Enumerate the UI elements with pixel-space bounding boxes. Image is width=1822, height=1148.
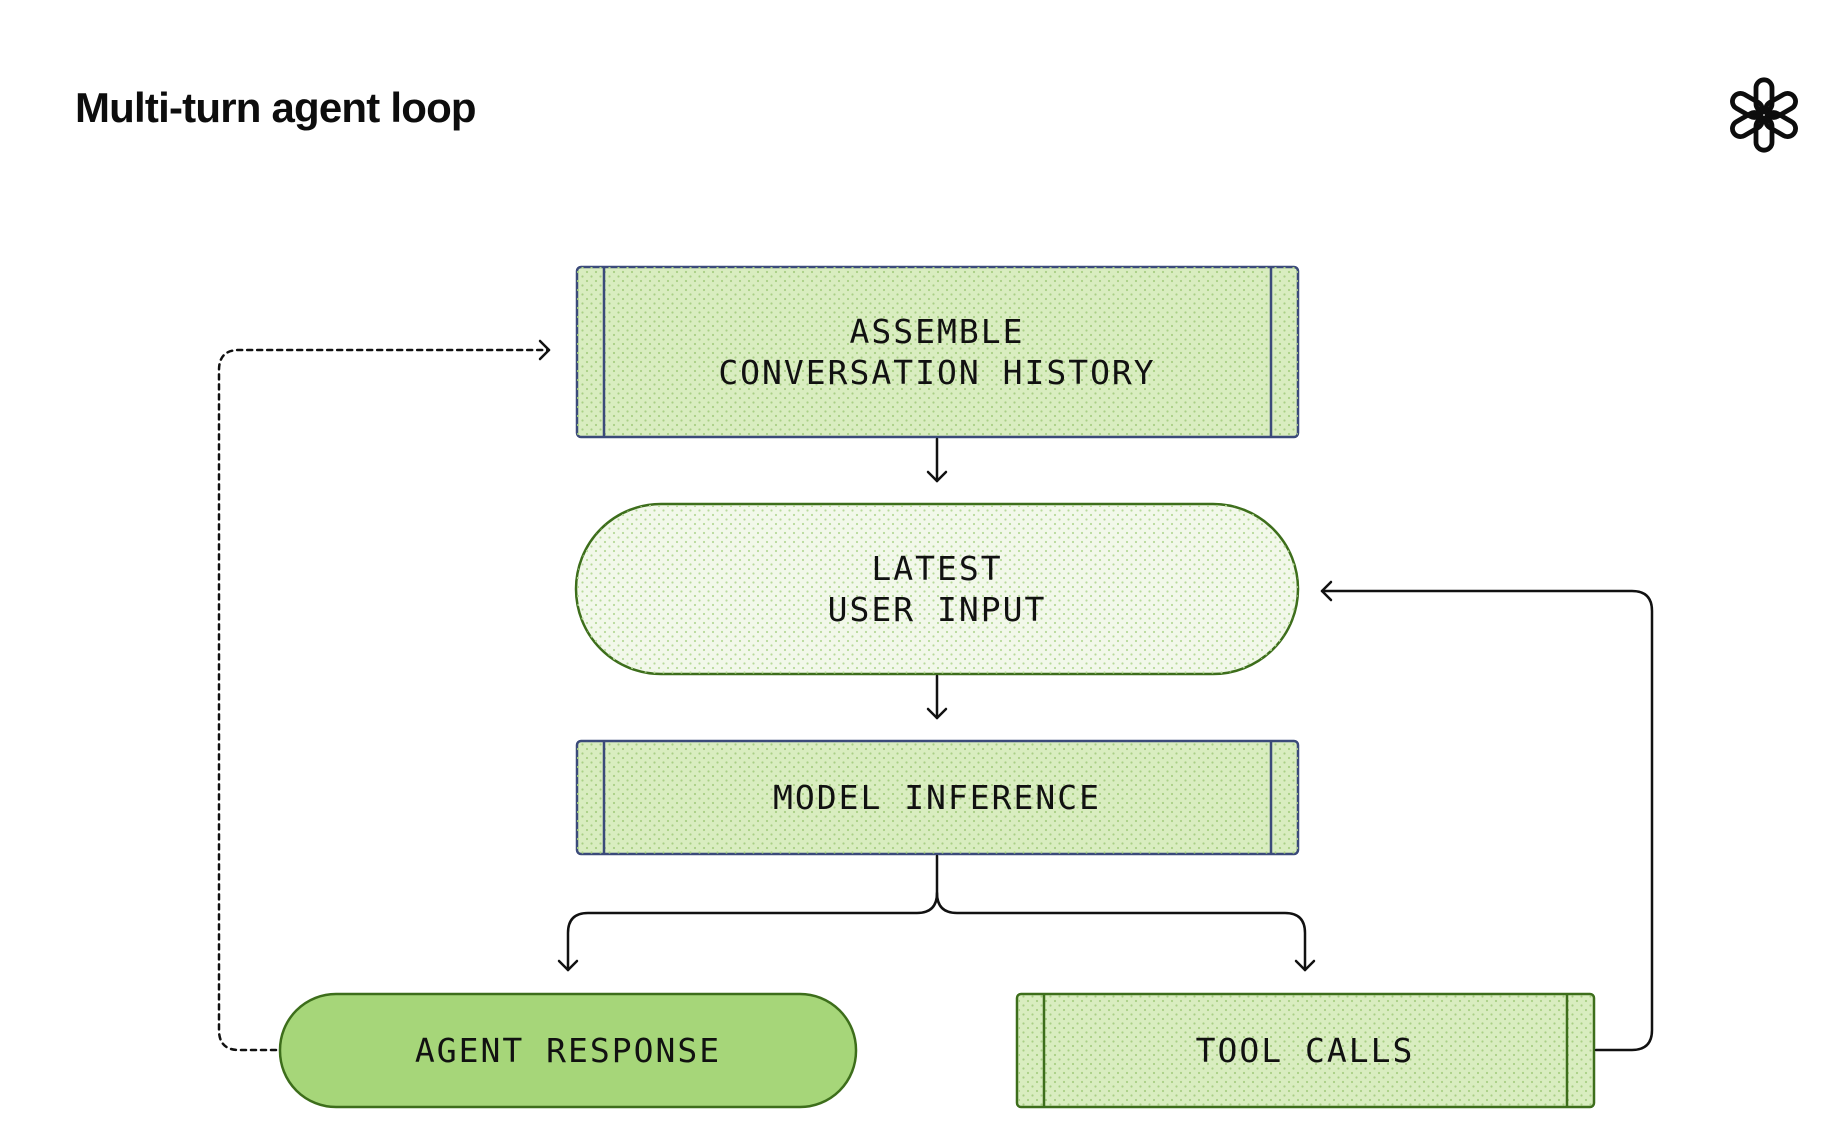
edge-history-to-input [926, 437, 948, 483]
node-label: USER INPUT [828, 590, 1047, 629]
node-model-inference: MODEL INFERENCE [575, 739, 1300, 856]
node-label: ASSEMBLE [850, 312, 1025, 351]
node-label: CONVERSATION HISTORY [718, 353, 1155, 392]
openai-logo-icon [1730, 77, 1798, 153]
node-label: TOOL CALLS [1196, 1031, 1415, 1070]
edge-inference-to-tools [935, 891, 1316, 972]
node-latest-user-input: LATEST USER INPUT [574, 502, 1300, 676]
node-agent-response: AGENT RESPONSE [278, 992, 858, 1109]
node-assemble-conversation-history: ASSEMBLE CONVERSATION HISTORY [575, 265, 1300, 439]
edge-tools-to-input [1320, 580, 1654, 1052]
edge-response-to-history-dashed [217, 339, 551, 1052]
edge-inference-to-response [557, 854, 939, 972]
node-label: LATEST [871, 549, 1002, 588]
node-label: AGENT RESPONSE [415, 1031, 721, 1070]
node-tool-calls: TOOL CALLS [1015, 992, 1596, 1109]
logo-petal-6 [1730, 91, 1765, 120]
node-label: MODEL INFERENCE [773, 778, 1101, 817]
edge-input-to-inference [926, 674, 948, 720]
page-title: Multi-turn agent loop [75, 84, 477, 131]
